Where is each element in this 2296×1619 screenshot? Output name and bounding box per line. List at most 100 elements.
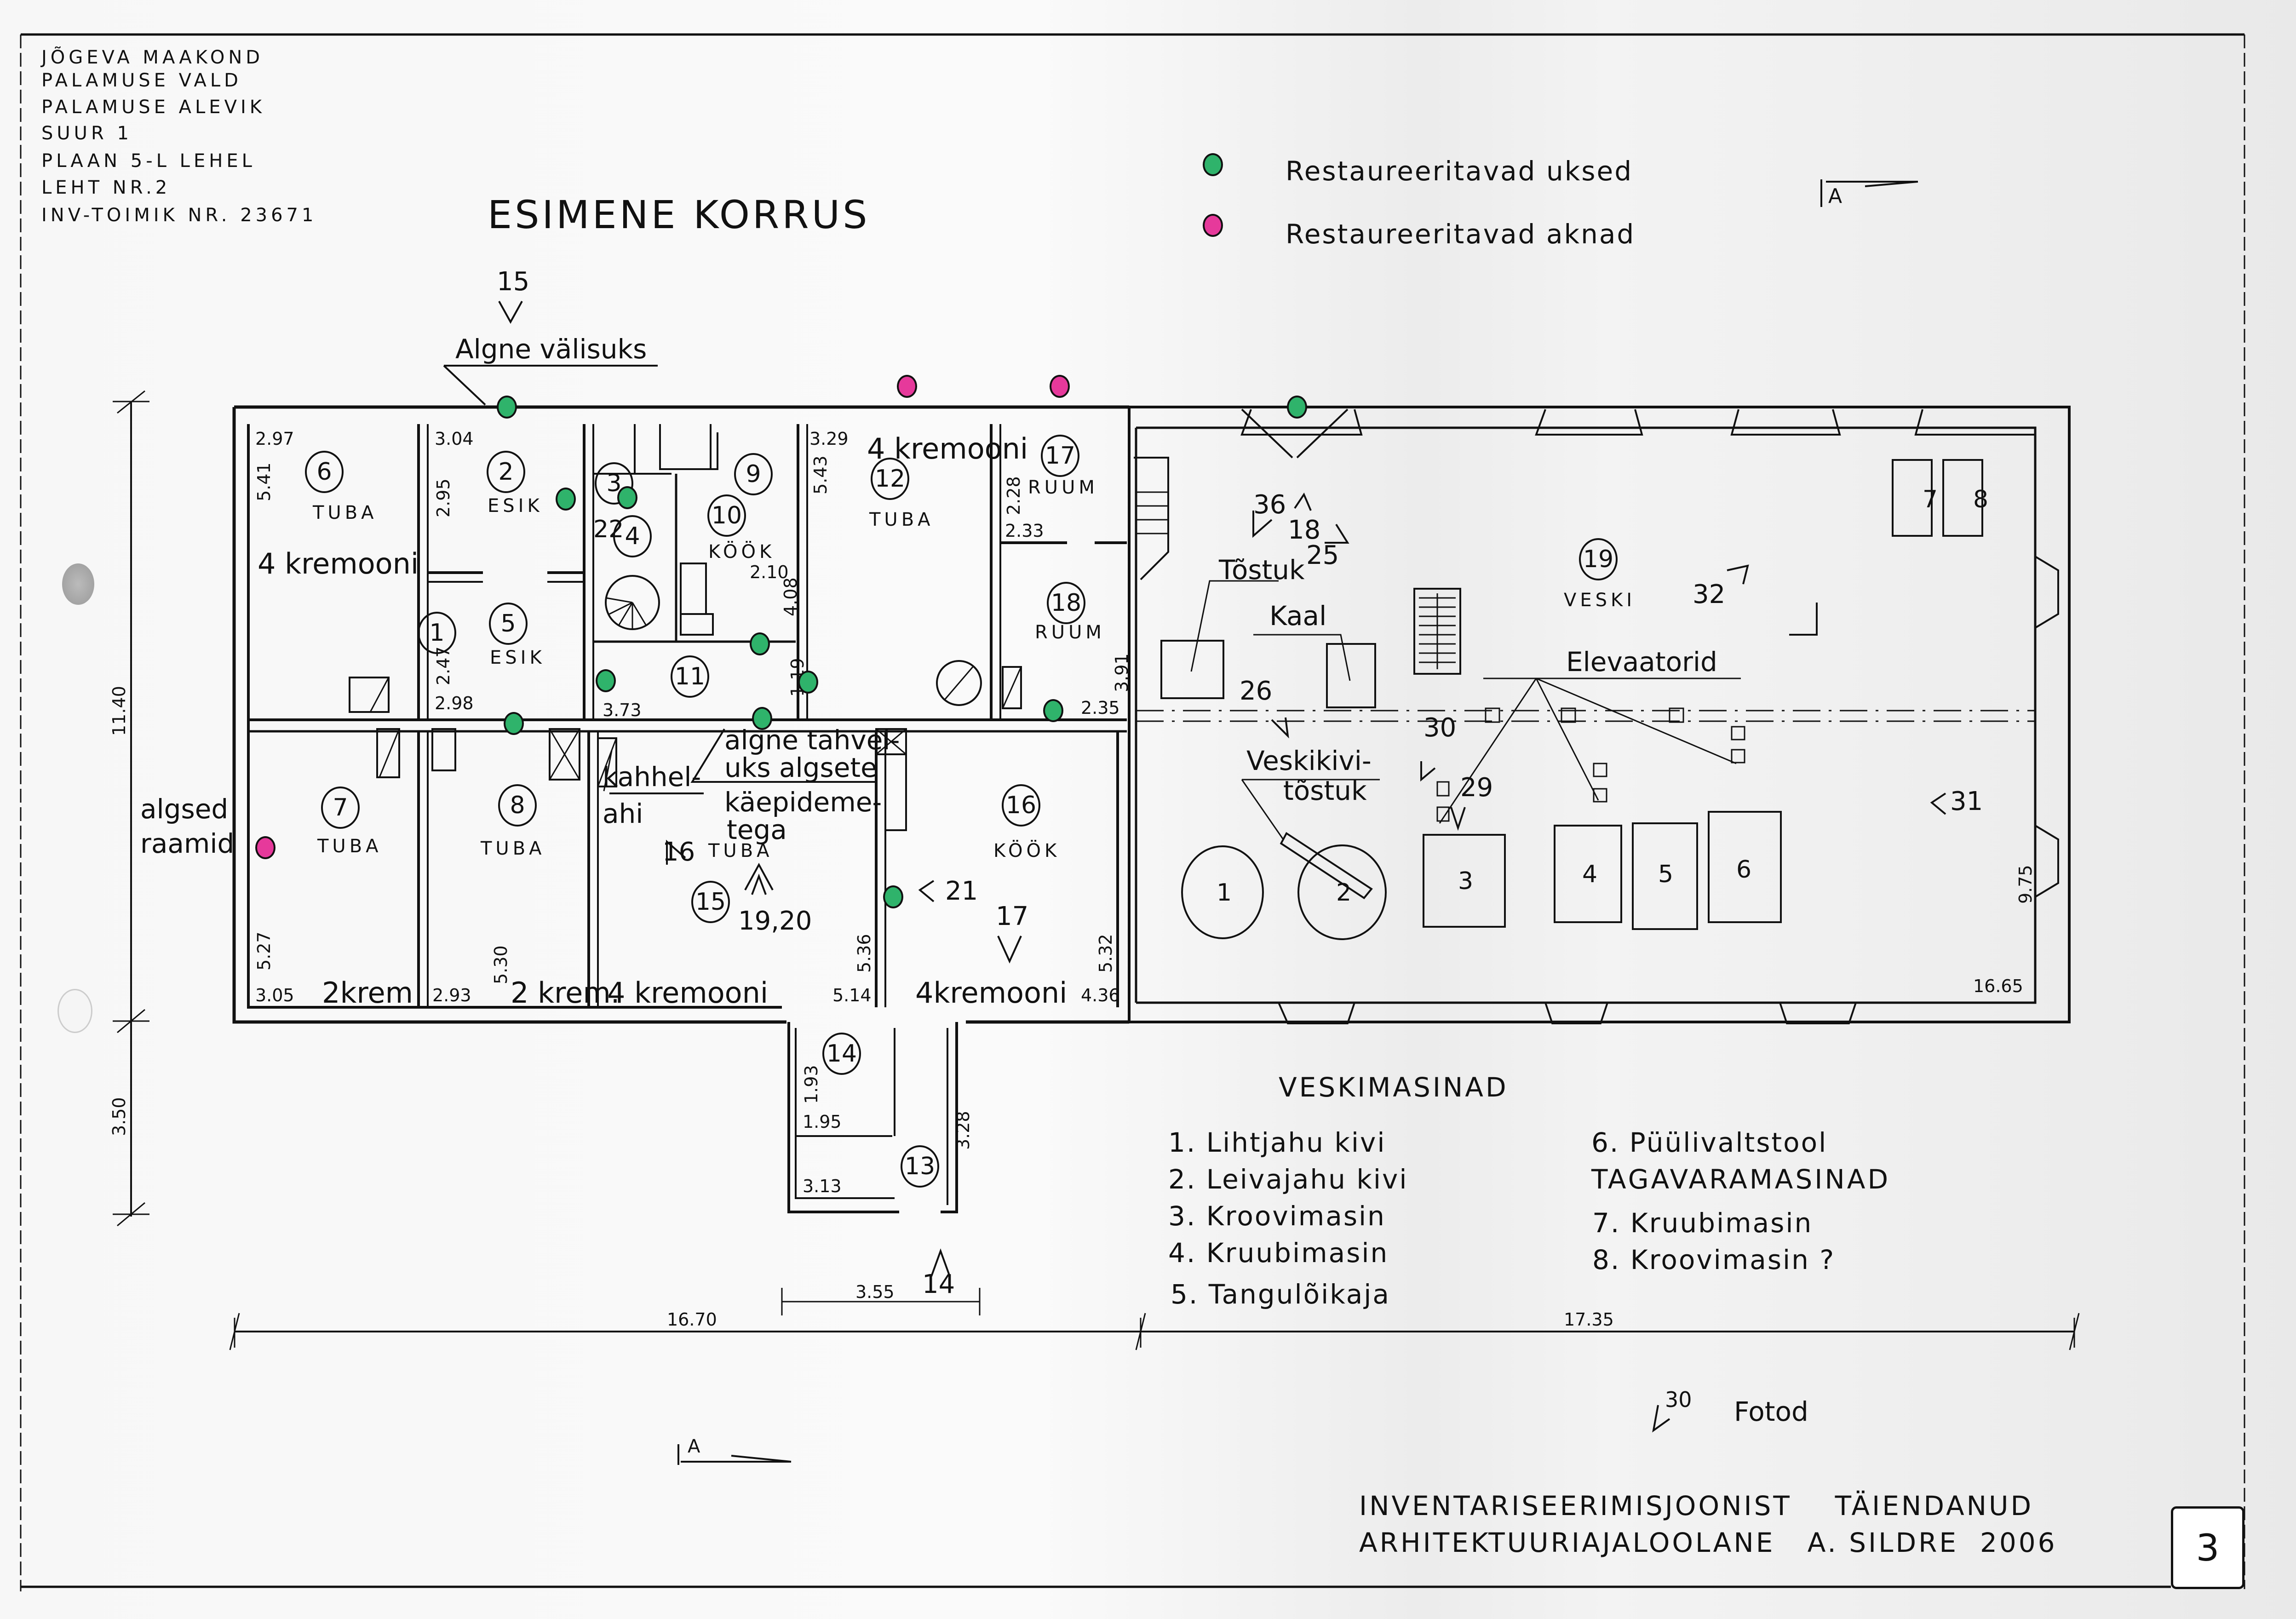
page-title: ESIMENE KORRUS	[488, 192, 870, 237]
restorable-door-marker[interactable]	[1287, 396, 1307, 419]
room-dimension: 2.93	[432, 985, 471, 1005]
stove-latch-count: 4 kremooni	[258, 547, 419, 580]
photo-number: 17	[996, 901, 1029, 931]
room-number-circle: 11	[671, 655, 709, 698]
room-dimension: 3.28	[953, 1111, 973, 1150]
header-sheet-number: LEHT NR.2	[41, 177, 171, 198]
photo-number: 18	[1288, 515, 1321, 545]
room-number-circle: 19	[1579, 538, 1618, 580]
photo-legend-sample: 30	[1665, 1387, 1692, 1412]
photo-number: 30	[1424, 713, 1457, 743]
restorable-door-marker[interactable]	[556, 488, 576, 511]
annotation-original-frames-1: algsed	[140, 793, 229, 825]
restorable-window-marker[interactable]	[1050, 375, 1070, 398]
room-name: TUBA	[869, 509, 934, 530]
room-dimension: 2.97	[255, 429, 294, 449]
restorable-door-marker[interactable]	[1043, 699, 1063, 722]
room-dimension: 5.32	[1096, 934, 1116, 973]
dimension-right-width: 17.35	[1564, 1309, 1614, 1330]
room-number-circle: 13	[901, 1145, 939, 1188]
room-number-circle: 4	[613, 515, 652, 557]
room-name: ESIK	[488, 495, 543, 517]
dimension-annex-height: 3.50	[109, 1097, 129, 1136]
stove-latch-count: 4 kremooni	[867, 432, 1028, 465]
restorable-window-marker[interactable]	[255, 836, 276, 859]
room-name: KÖÖK	[708, 541, 775, 563]
photo-number: 25	[1306, 540, 1339, 570]
room-dimension: 3.05	[255, 985, 294, 1005]
room-number-circle: 5	[489, 603, 528, 645]
machine-number: 3	[1458, 867, 1474, 895]
hole-punch	[62, 563, 94, 605]
hole-punch	[57, 989, 92, 1033]
restorable-door-marker[interactable]	[596, 669, 616, 692]
room-dimension: 5.30	[491, 945, 511, 984]
room-dimension: 5.27	[254, 931, 274, 970]
room-number-circle: 15	[691, 881, 730, 923]
machine-number: 2	[1336, 879, 1352, 907]
stove-latch-count: 2krem	[322, 976, 413, 1010]
room-name: RUUM	[1028, 477, 1098, 498]
reserve-machine-item: 7. Kruubimasin	[1592, 1207, 1813, 1239]
restorable-door-marker[interactable]	[798, 671, 818, 694]
photo-number: 19,20	[738, 906, 812, 936]
legend-pink-dot-icon	[1203, 214, 1223, 237]
room-dimension: 5.14	[832, 985, 872, 1005]
room-dimension: 1.95	[803, 1112, 842, 1132]
stove-latch-count: 2 krem.	[511, 976, 620, 1010]
room-dimension: 5.41	[254, 462, 274, 501]
annotation-millstone-lift-2: tõstuk	[1283, 775, 1367, 806]
annotation-lift: Tõstuk	[1219, 554, 1305, 586]
legend-windows-label: Restaureeritavad aknad	[1286, 218, 1636, 250]
header-plan-sheets: PLAAN 5-L LEHEL	[41, 150, 256, 172]
room-number-circle: 6	[305, 451, 344, 493]
restorable-door-marker[interactable]	[617, 486, 637, 509]
machine-list-item: 2. Leivajahu kivi	[1168, 1164, 1408, 1195]
restorable-door-marker[interactable]	[497, 396, 517, 419]
annotation-millstone-lift-1: Veskikivi-	[1246, 745, 1372, 776]
header-address: SUUR 1	[41, 123, 132, 144]
room-dimension: 4.08	[781, 577, 801, 616]
room-name: TUBA	[481, 838, 545, 859]
annotation-panel-door-1: algne tahvel-	[724, 724, 900, 756]
room-dimension: 2.95	[433, 478, 453, 517]
header-county: JÕGEVA MAAKOND	[41, 47, 264, 68]
outer-wall-mill	[1129, 406, 2071, 1023]
room-dimension: 16.65	[1973, 976, 2023, 996]
room-number-circle: 12	[871, 458, 909, 500]
page-number: 3	[2196, 1526, 2220, 1569]
machine-list-item: 4. Kruubimasin	[1168, 1237, 1389, 1269]
room-dimension: 3.73	[603, 700, 642, 720]
machine-number: 5	[1658, 861, 1674, 888]
restorable-window-marker[interactable]	[897, 375, 917, 398]
room-number-circle: 16	[1002, 784, 1040, 827]
stove-latch-count: 4kremooni	[915, 976, 1068, 1010]
section-marker-top: A	[1828, 184, 1843, 208]
room-number-circle: 7	[321, 787, 360, 829]
outer-wall-left-block	[232, 405, 1129, 1024]
room-name: TUBA	[313, 502, 378, 523]
room-dimension: 2.28	[1004, 476, 1024, 515]
machine-number: 7	[1923, 486, 1938, 513]
restorable-door-marker[interactable]	[504, 712, 524, 735]
room-name: KÖÖK	[993, 840, 1061, 861]
footer-line-1: INVENTARISEERIMISJOONIST TÄIENDANUD	[1359, 1490, 2034, 1521]
annotation-tile-stove-2: ahi	[603, 798, 643, 829]
restorable-door-marker[interactable]	[750, 632, 770, 655]
reserve-machines-heading: TAGAVARAMASINAD	[1591, 1164, 1891, 1195]
restorable-door-marker[interactable]	[752, 707, 772, 730]
machine-number: 4	[1582, 861, 1598, 888]
machine-list-heading: VESKIMASINAD	[1279, 1072, 1509, 1103]
reserve-machine-item: 8. Kroovimasin ?	[1592, 1244, 1836, 1275]
photo-number: 16	[662, 837, 695, 867]
room-number-circle: 3	[595, 462, 633, 505]
room-number-circle: 10	[707, 494, 746, 537]
photo-number: 31	[1950, 787, 1983, 816]
photo-number: 32	[1693, 580, 1726, 609]
restorable-door-marker[interactable]	[883, 885, 903, 908]
room-number: 22	[593, 516, 624, 543]
dimension-annex-width: 3.55	[855, 1282, 895, 1302]
legend-green-dot-icon	[1203, 153, 1223, 176]
